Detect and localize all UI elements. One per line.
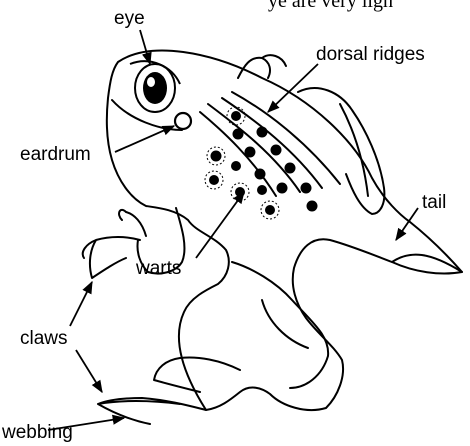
frog-eardrum	[175, 113, 191, 129]
label-dorsal-ridges: dorsal ridges	[316, 44, 425, 65]
label-pointers	[48, 30, 418, 430]
pointer-claws-upper	[70, 282, 92, 326]
frog-wart-rings	[205, 107, 279, 219]
label-warts: warts	[135, 258, 181, 279]
pointer-warts	[196, 192, 244, 258]
label-webbing: webbing	[1, 422, 73, 443]
frog-eye	[130, 61, 180, 112]
label-claws: claws	[20, 328, 68, 349]
frog-tail	[392, 255, 462, 272]
pointer-claws-lower	[76, 350, 102, 392]
frog-thigh	[262, 300, 308, 348]
frog-hind-leg	[232, 262, 328, 388]
label-eardrum: eardrum	[20, 144, 91, 165]
label-eye: eye	[114, 8, 145, 29]
pointer-eardrum	[115, 126, 174, 152]
pointer-eye	[140, 30, 150, 64]
frog-drawing	[83, 51, 462, 424]
label-tail: tail	[422, 192, 446, 213]
frog-upper-foot	[238, 55, 286, 78]
frog-hind-foot	[98, 358, 240, 425]
